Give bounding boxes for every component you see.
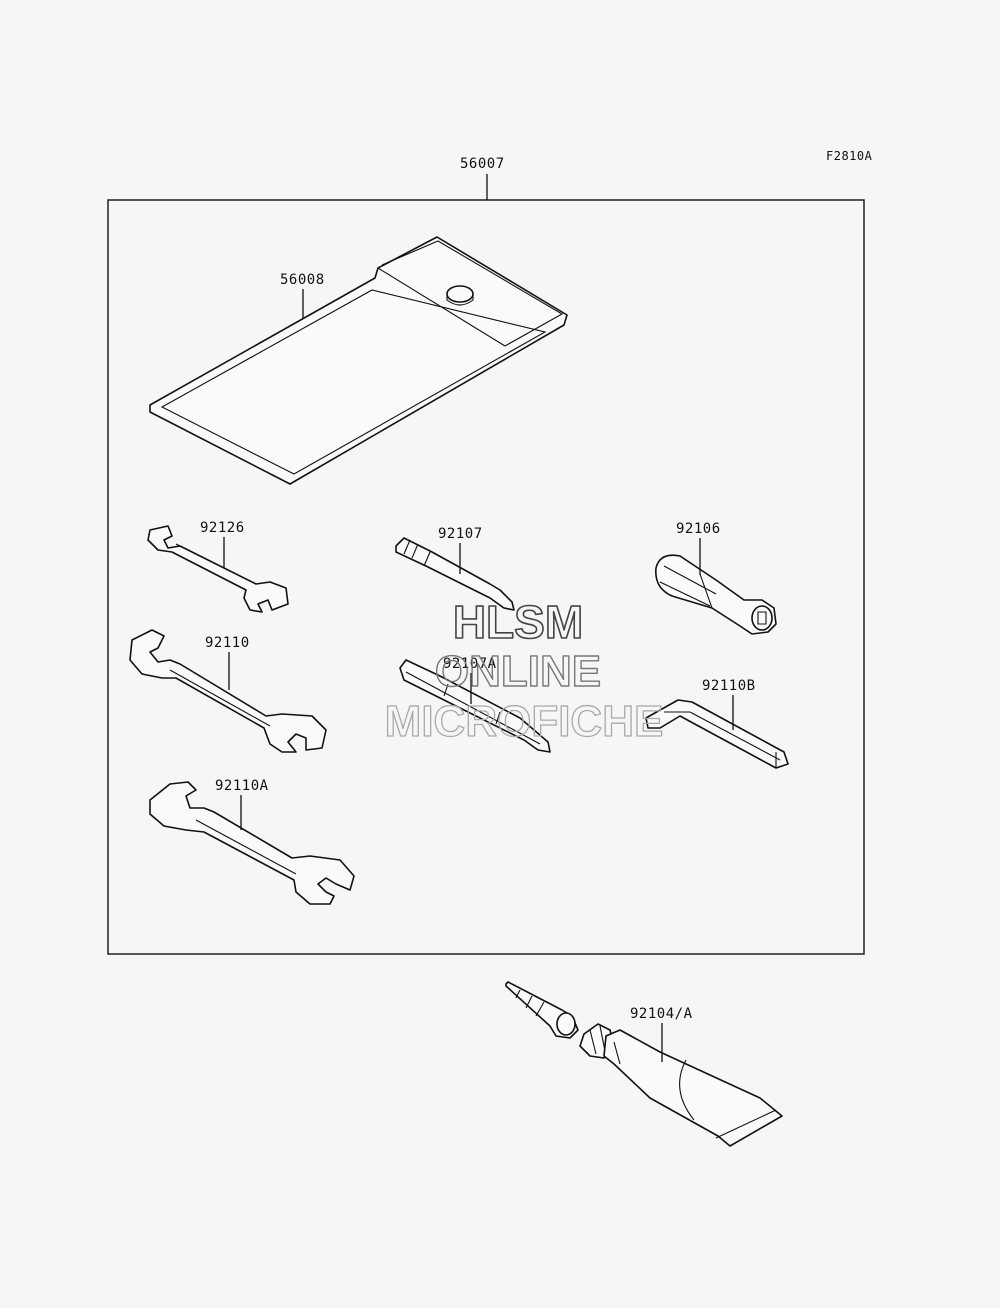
wrench-large-drawing[interactable] [149,781,355,905]
watermark-line2: ONLINE [435,647,601,696]
screwdriver-bit-double-drawing[interactable] [399,659,551,753]
label-hex-key[interactable]: 92110B [702,678,756,694]
tool-kit-frame [107,199,865,955]
label-screwdriver-bit-double[interactable]: 92107A [443,656,497,672]
hex-key-drawing[interactable] [645,699,789,769]
tool-bag-drawing[interactable] [149,236,568,485]
screwdriver-handle-drawing[interactable] [655,554,777,635]
label-wrench-large[interactable]: 92110A [215,778,269,794]
label-grease-tube[interactable]: 92104/A [630,1006,693,1022]
watermark-line1: HLSM [453,596,583,648]
grease-tube-drawing[interactable] [505,981,783,1147]
label-screwdriver-handle[interactable]: 92106 [676,521,721,537]
watermark-line3: MICROFICHE [385,697,664,746]
label-screwdriver-bit[interactable]: 92107 [438,526,483,542]
label-wrench-small[interactable]: 92126 [200,520,245,536]
label-tool-kit[interactable]: 56007 [460,156,505,172]
label-wrench-medium[interactable]: 92110 [205,635,250,651]
screwdriver-bit-drawing[interactable] [395,537,515,611]
label-tool-bag[interactable]: 56008 [280,272,325,288]
wrench-medium-drawing[interactable] [129,629,327,753]
figure-code: F2810A [826,149,873,163]
wrench-small-drawing[interactable] [147,525,289,613]
